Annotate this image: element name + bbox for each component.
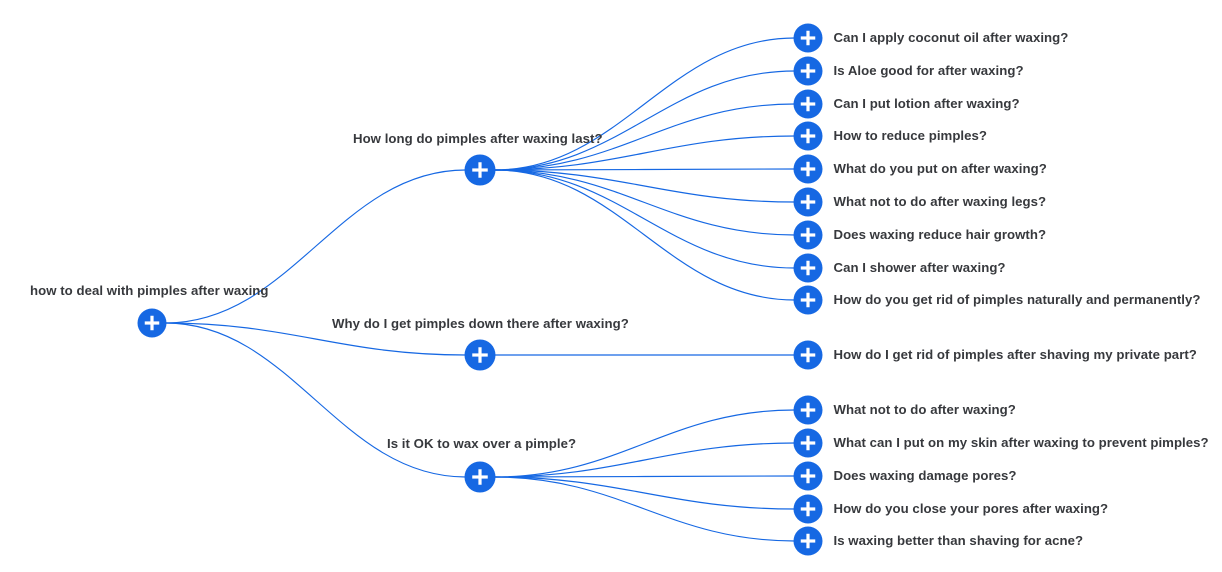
node-leaf-0-2-hit[interactable] [793, 89, 823, 119]
node-leaf-1-0[interactable] [793, 340, 823, 370]
edge-branch-2-leaf-0 [493, 409, 796, 478]
node-leaf-2-4-hit[interactable] [793, 526, 823, 556]
root-label: how to deal with pimples after waxing [30, 283, 269, 298]
edge-branch-2-leaf-2 [493, 475, 796, 478]
node-leaf-2-4[interactable] [793, 526, 823, 556]
edge-branch-0-leaf-6 [493, 169, 796, 236]
node-leaf-0-2[interactable] [793, 89, 823, 119]
leaf-label-0-7: Can I shower after waxing? [833, 260, 1006, 275]
leaf-label-0-3: How to reduce pimples? [833, 128, 988, 143]
node-root-hit[interactable] [137, 308, 167, 338]
node-leaf-0-3[interactable] [793, 121, 823, 151]
edge-branch-0-leaf-4 [493, 168, 796, 171]
node-leaf-0-8-hit[interactable] [793, 285, 823, 315]
node-leaf-0-4-hit[interactable] [793, 154, 823, 184]
edge-branch-0-leaf-3 [493, 135, 796, 171]
edge-branch-0-leaf-2 [493, 103, 796, 171]
leaf-label-0-1: Is Aloe good for after waxing? [833, 63, 1024, 78]
edge-branch-2-leaf-4 [493, 476, 796, 542]
node-leaf-2-3-hit[interactable] [793, 494, 823, 524]
edge-branch-2-leaf-3 [493, 476, 796, 510]
node-branch-0[interactable] [464, 154, 496, 186]
branch-label-1: Why do I get pimples down there after wa… [332, 316, 629, 331]
node-leaf-0-0[interactable] [793, 23, 823, 53]
node-branch-1[interactable] [464, 339, 496, 371]
leaf-label-0-0: Can I apply coconut oil after waxing? [833, 30, 1069, 45]
leaf-label-1-0: How do I get rid of pimples after shavin… [833, 347, 1197, 362]
leaf-label-0-8: How do you get rid of pimples naturally … [833, 292, 1201, 307]
leaf-label-2-3: How do you close your pores after waxing… [833, 501, 1109, 516]
edge-root-branch-2 [164, 322, 467, 478]
node-leaf-0-5-hit[interactable] [793, 187, 823, 217]
node-leaf-0-8[interactable] [793, 285, 823, 315]
edge-root-branch-0 [164, 169, 467, 324]
leaf-label-2-1: What can I put on my skin after waxing t… [833, 435, 1209, 450]
leaf-label-0-6: Does waxing reduce hair growth? [833, 227, 1047, 242]
node-leaf-1-0-hit[interactable] [793, 340, 823, 370]
node-leaf-2-2[interactable] [793, 461, 823, 491]
edges-layer [164, 37, 796, 542]
node-leaf-0-6[interactable] [793, 220, 823, 250]
node-leaf-0-0-hit[interactable] [793, 23, 823, 53]
node-branch-1-hit[interactable] [465, 340, 495, 370]
edge-branch-0-leaf-8 [493, 169, 796, 301]
node-leaf-0-7-hit[interactable] [793, 253, 823, 283]
edge-root-branch-1 [164, 322, 467, 356]
node-leaf-2-1-hit[interactable] [793, 428, 823, 458]
node-branch-0-hit[interactable] [465, 155, 495, 185]
edge-branch-2-leaf-1 [493, 442, 796, 478]
leaf-label-0-2: Can I put lotion after waxing? [833, 96, 1020, 111]
leaf-label-2-0: What not to do after waxing? [833, 402, 1016, 417]
branch-label-0: How long do pimples after waxing last? [353, 131, 603, 146]
node-leaf-2-1[interactable] [793, 428, 823, 458]
node-branch-2-hit[interactable] [465, 462, 495, 492]
edge-branch-0-leaf-5 [493, 169, 796, 203]
leaf-label-0-4: What do you put on after waxing? [833, 161, 1047, 176]
edge-branch-0-leaf-0 [493, 37, 796, 171]
node-leaf-0-6-hit[interactable] [793, 220, 823, 250]
leaf-label-2-4: Is waxing better than shaving for acne? [833, 533, 1084, 548]
leaf-label-2-2: Does waxing damage pores? [833, 468, 1017, 483]
node-leaf-0-4[interactable] [793, 154, 823, 184]
leaf-label-0-5: What not to do after waxing legs? [833, 194, 1047, 209]
node-leaf-2-0-hit[interactable] [793, 395, 823, 425]
edge-branch-0-leaf-1 [493, 70, 796, 171]
node-leaf-2-3[interactable] [793, 494, 823, 524]
branch-label-2: Is it OK to wax over a pimple? [387, 436, 577, 451]
node-leaf-0-1-hit[interactable] [793, 56, 823, 86]
node-root[interactable] [137, 308, 167, 338]
node-leaf-2-2-hit[interactable] [793, 461, 823, 491]
node-leaf-0-3-hit[interactable] [793, 121, 823, 151]
node-leaf-0-5[interactable] [793, 187, 823, 217]
node-leaf-0-7[interactable] [793, 253, 823, 283]
node-branch-2[interactable] [464, 461, 496, 493]
node-leaf-2-0[interactable] [793, 395, 823, 425]
nodes-layer [137, 23, 823, 556]
node-leaf-0-1[interactable] [793, 56, 823, 86]
edge-branch-0-leaf-7 [493, 169, 796, 269]
